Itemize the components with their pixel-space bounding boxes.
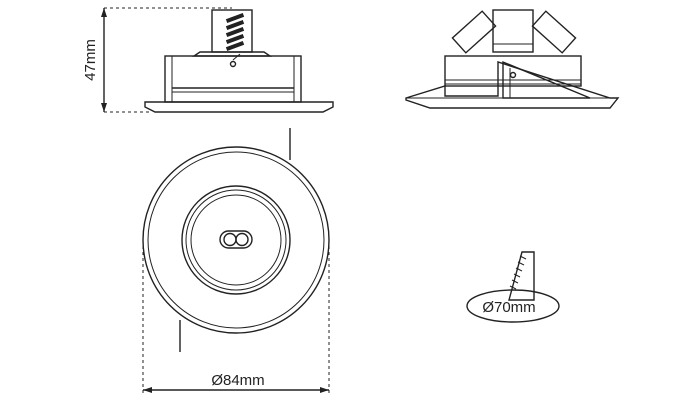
lamp-pin-right bbox=[235, 232, 249, 247]
lens-ring-outer bbox=[181, 185, 291, 295]
connector-wire-coil bbox=[225, 13, 245, 51]
front-view: Ø84mm bbox=[142, 128, 330, 396]
tilt-pivot bbox=[509, 71, 517, 79]
outer-bezel-inner bbox=[147, 151, 325, 329]
adjust-screw-stem bbox=[232, 53, 241, 61]
flange bbox=[144, 101, 334, 113]
outer-bezel bbox=[142, 146, 330, 334]
tilted-view bbox=[405, 9, 620, 109]
lens-ring-mid bbox=[185, 189, 287, 291]
diameter-arrow-right bbox=[320, 387, 329, 393]
height-dimension-label: 47mm bbox=[82, 39, 99, 81]
cutout-wedge bbox=[508, 251, 535, 301]
spring-clip-left bbox=[451, 10, 497, 54]
height-arrow-bottom bbox=[101, 103, 107, 112]
tilted-connector bbox=[492, 9, 534, 53]
side-view: 47mm bbox=[82, 7, 334, 113]
cutout-detail: Ø70mm bbox=[466, 251, 560, 323]
diameter-dimension-label: Ø84mm bbox=[211, 372, 264, 389]
cutout-hatch bbox=[509, 255, 527, 290]
adjust-screw bbox=[229, 60, 237, 68]
lamp-pin-left bbox=[223, 232, 237, 247]
lens-ring-inner bbox=[190, 194, 282, 286]
tilt-wedge bbox=[502, 60, 591, 99]
tilted-bezel bbox=[405, 61, 620, 109]
housing-body bbox=[164, 55, 302, 103]
cutout-hole bbox=[466, 289, 560, 323]
cutout-diameter-label: Ø70mm bbox=[482, 299, 535, 316]
diameter-arrow-left bbox=[143, 387, 152, 393]
height-arrow-top bbox=[101, 8, 107, 17]
spring-clip-right bbox=[531, 10, 577, 54]
tilted-housing bbox=[444, 55, 582, 87]
lamp-contacts bbox=[219, 230, 253, 249]
